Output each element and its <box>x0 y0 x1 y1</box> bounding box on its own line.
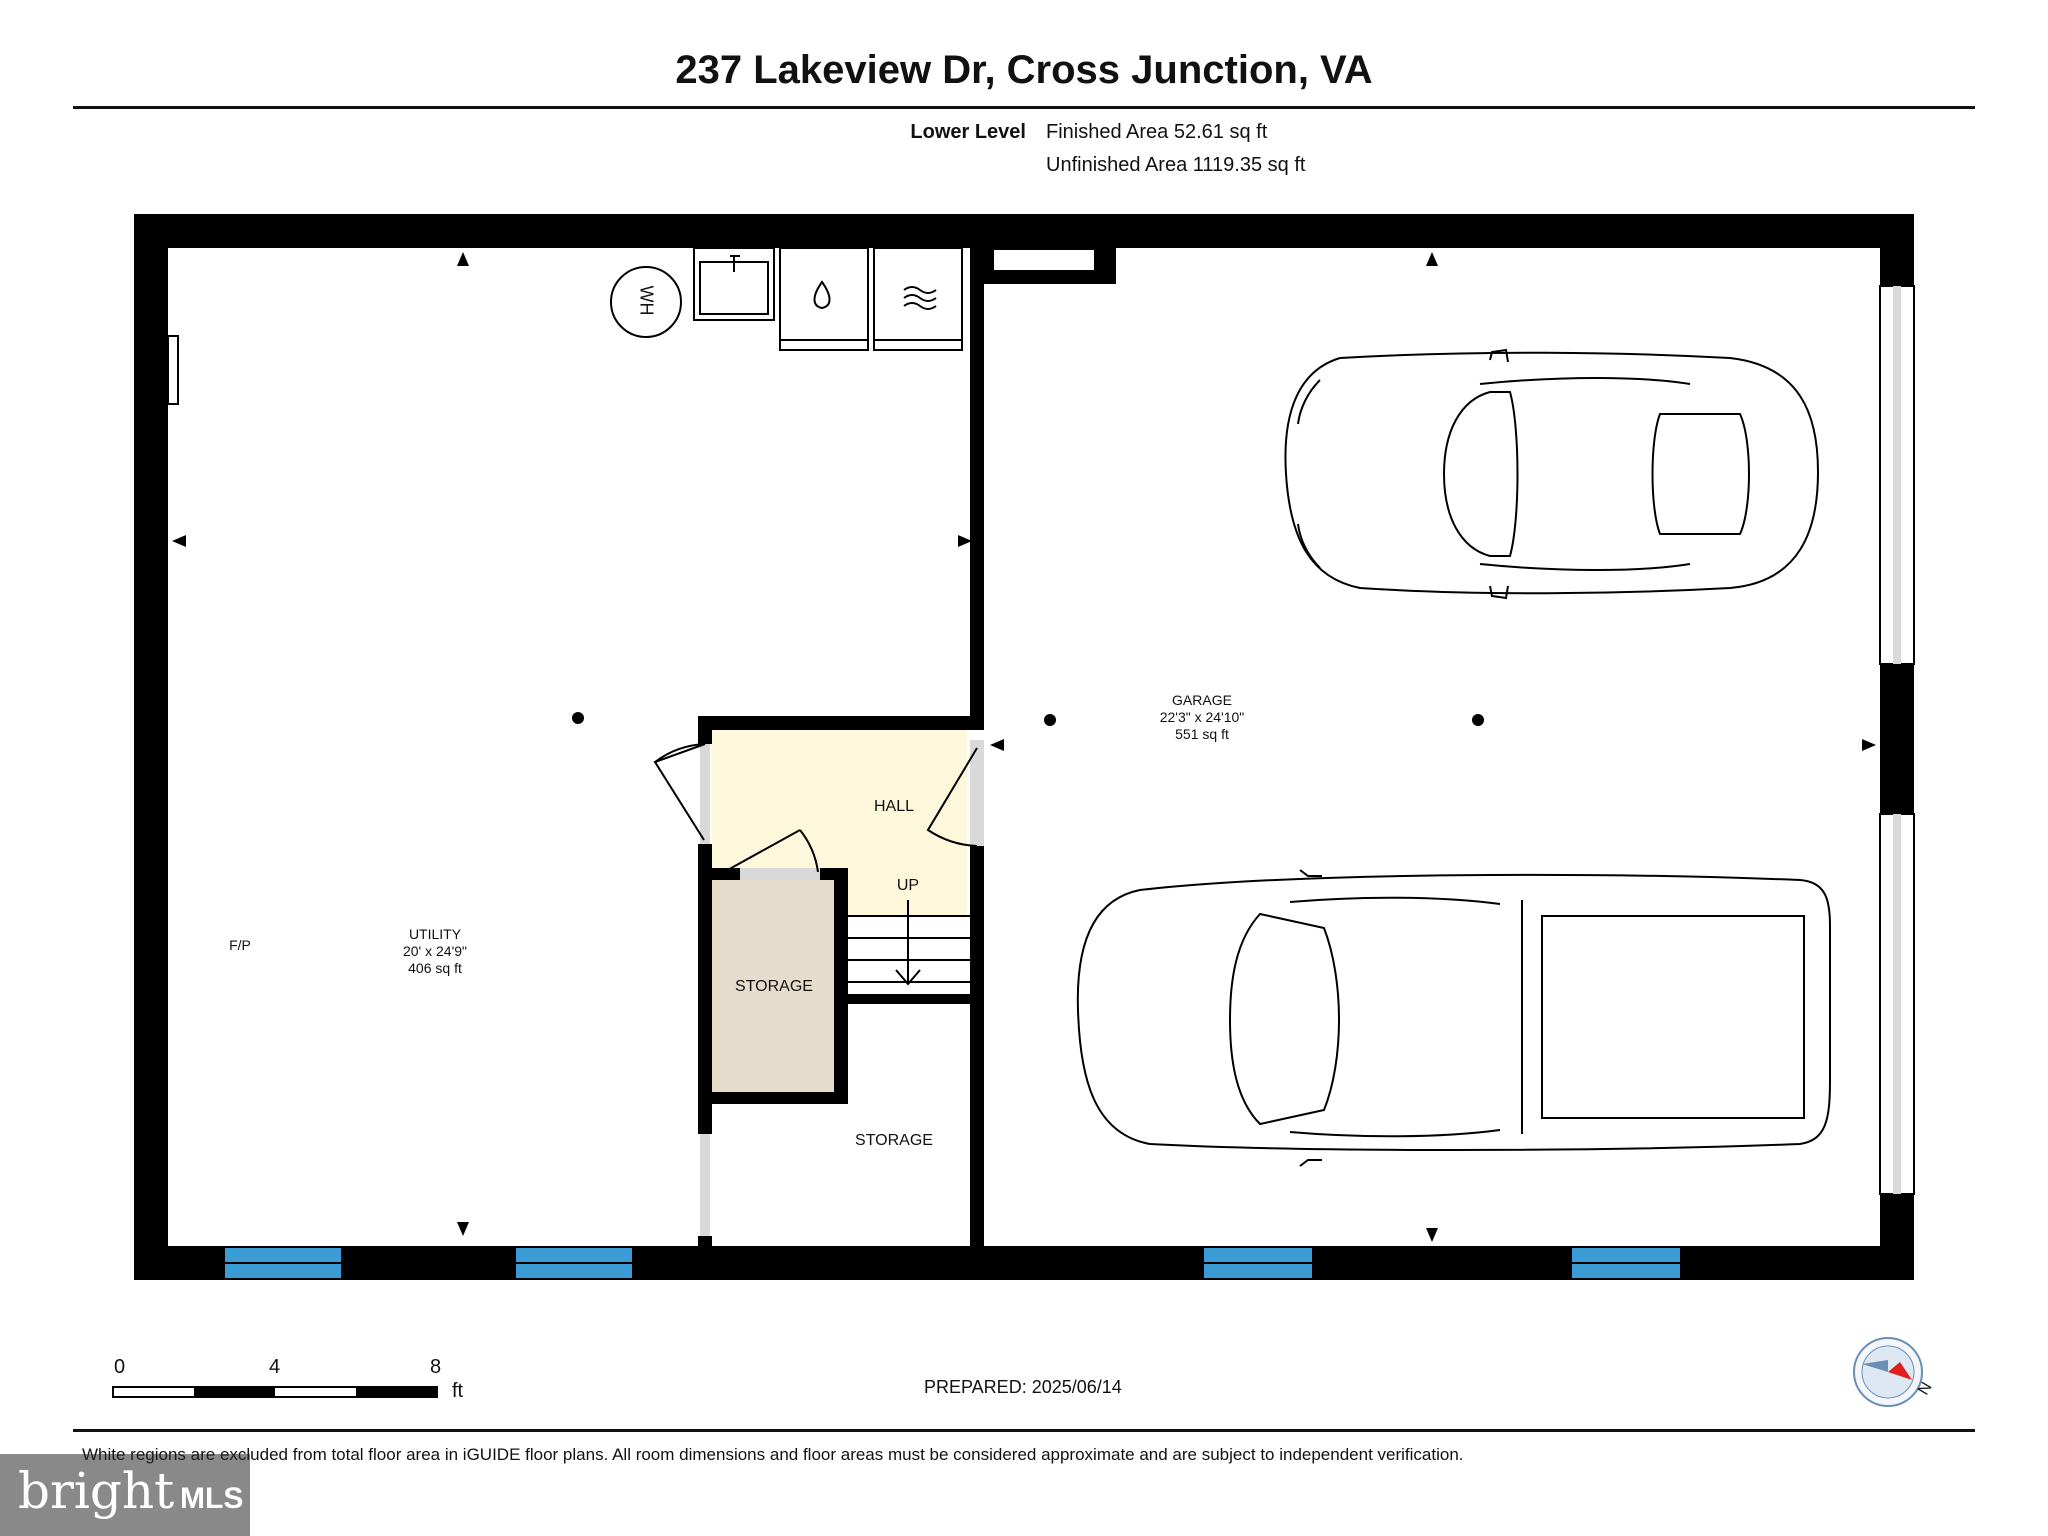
dimension-arrows <box>172 252 1876 1242</box>
hall-label: HALL <box>873 798 915 815</box>
truck-icon <box>1076 869 1831 1167</box>
compass-icon <box>1853 1337 1923 1407</box>
interior-walls <box>698 246 984 1250</box>
garage-area: 551 sq ft <box>1175 726 1229 742</box>
storage-small-floor <box>712 880 834 1092</box>
utility-name: UTILITY <box>408 926 462 942</box>
scale-bar-graphic <box>112 1386 438 1398</box>
stairs-up-label: UP <box>896 877 920 894</box>
scale-unit: ft <box>452 1380 464 1402</box>
fireplace-icon <box>167 335 179 405</box>
garage-room-label: GARAGE 22'3" x 24'10" 551 sq ft <box>1140 692 1264 743</box>
exterior-walls <box>134 214 1914 1280</box>
car-icon <box>1284 348 1820 600</box>
hall-floor <box>712 728 967 878</box>
windows <box>225 1248 1680 1278</box>
unfinished-area: Unfinished Area 1119.35 sq ft <box>1046 154 1306 176</box>
water-heater-label: WH <box>636 285 657 316</box>
scale-tick-8: 8 <box>430 1356 442 1378</box>
level-label: Lower Level <box>910 121 1026 143</box>
appliances <box>610 247 963 351</box>
washer-icon <box>779 247 869 351</box>
sink-icon <box>693 247 775 321</box>
footer-divider <box>73 1429 1975 1432</box>
watermark-logo: bright <box>18 1462 175 1520</box>
stairs <box>848 900 970 986</box>
door-gap-storage <box>700 1134 710 1236</box>
storage-large-label: STORAGE <box>855 1132 933 1149</box>
watermark-mls: MLS <box>180 1482 244 1515</box>
utility-dims: 20' x 24'9" <box>402 943 468 959</box>
dryer-icon <box>873 247 963 351</box>
door-swings <box>653 743 978 873</box>
garage-name: GARAGE <box>1172 692 1232 708</box>
door-gap-utility <box>700 744 710 844</box>
vent-opening <box>994 250 1094 270</box>
door-gap-garage <box>970 740 984 846</box>
scale-tick-4: 4 <box>269 1356 281 1378</box>
utility-room-label: UTILITY 20' x 24'9" 406 sq ft <box>380 926 490 977</box>
title-divider <box>73 106 1975 109</box>
page-title: 237 Lakeview Dr, Cross Junction, VA <box>675 48 1373 92</box>
watermark-background <box>0 1454 250 1536</box>
water-heater-icon <box>610 266 682 338</box>
door-gap-storage-small <box>740 868 820 880</box>
light-fixtures <box>572 712 1484 726</box>
prepared-date: PREPARED: 2025/06/14 <box>924 1377 1122 1397</box>
disclaimer-text: White regions are excluded from total fl… <box>82 1445 1464 1464</box>
utility-area: 406 sq ft <box>408 960 462 976</box>
scale-tick-0: 0 <box>114 1356 126 1378</box>
garage-dims: 22'3" x 24'10" <box>1159 709 1245 725</box>
finished-area: Finished Area 52.61 sq ft <box>1046 121 1268 143</box>
storage-small-label: STORAGE <box>735 978 813 995</box>
fireplace-label: F/P <box>229 937 251 953</box>
